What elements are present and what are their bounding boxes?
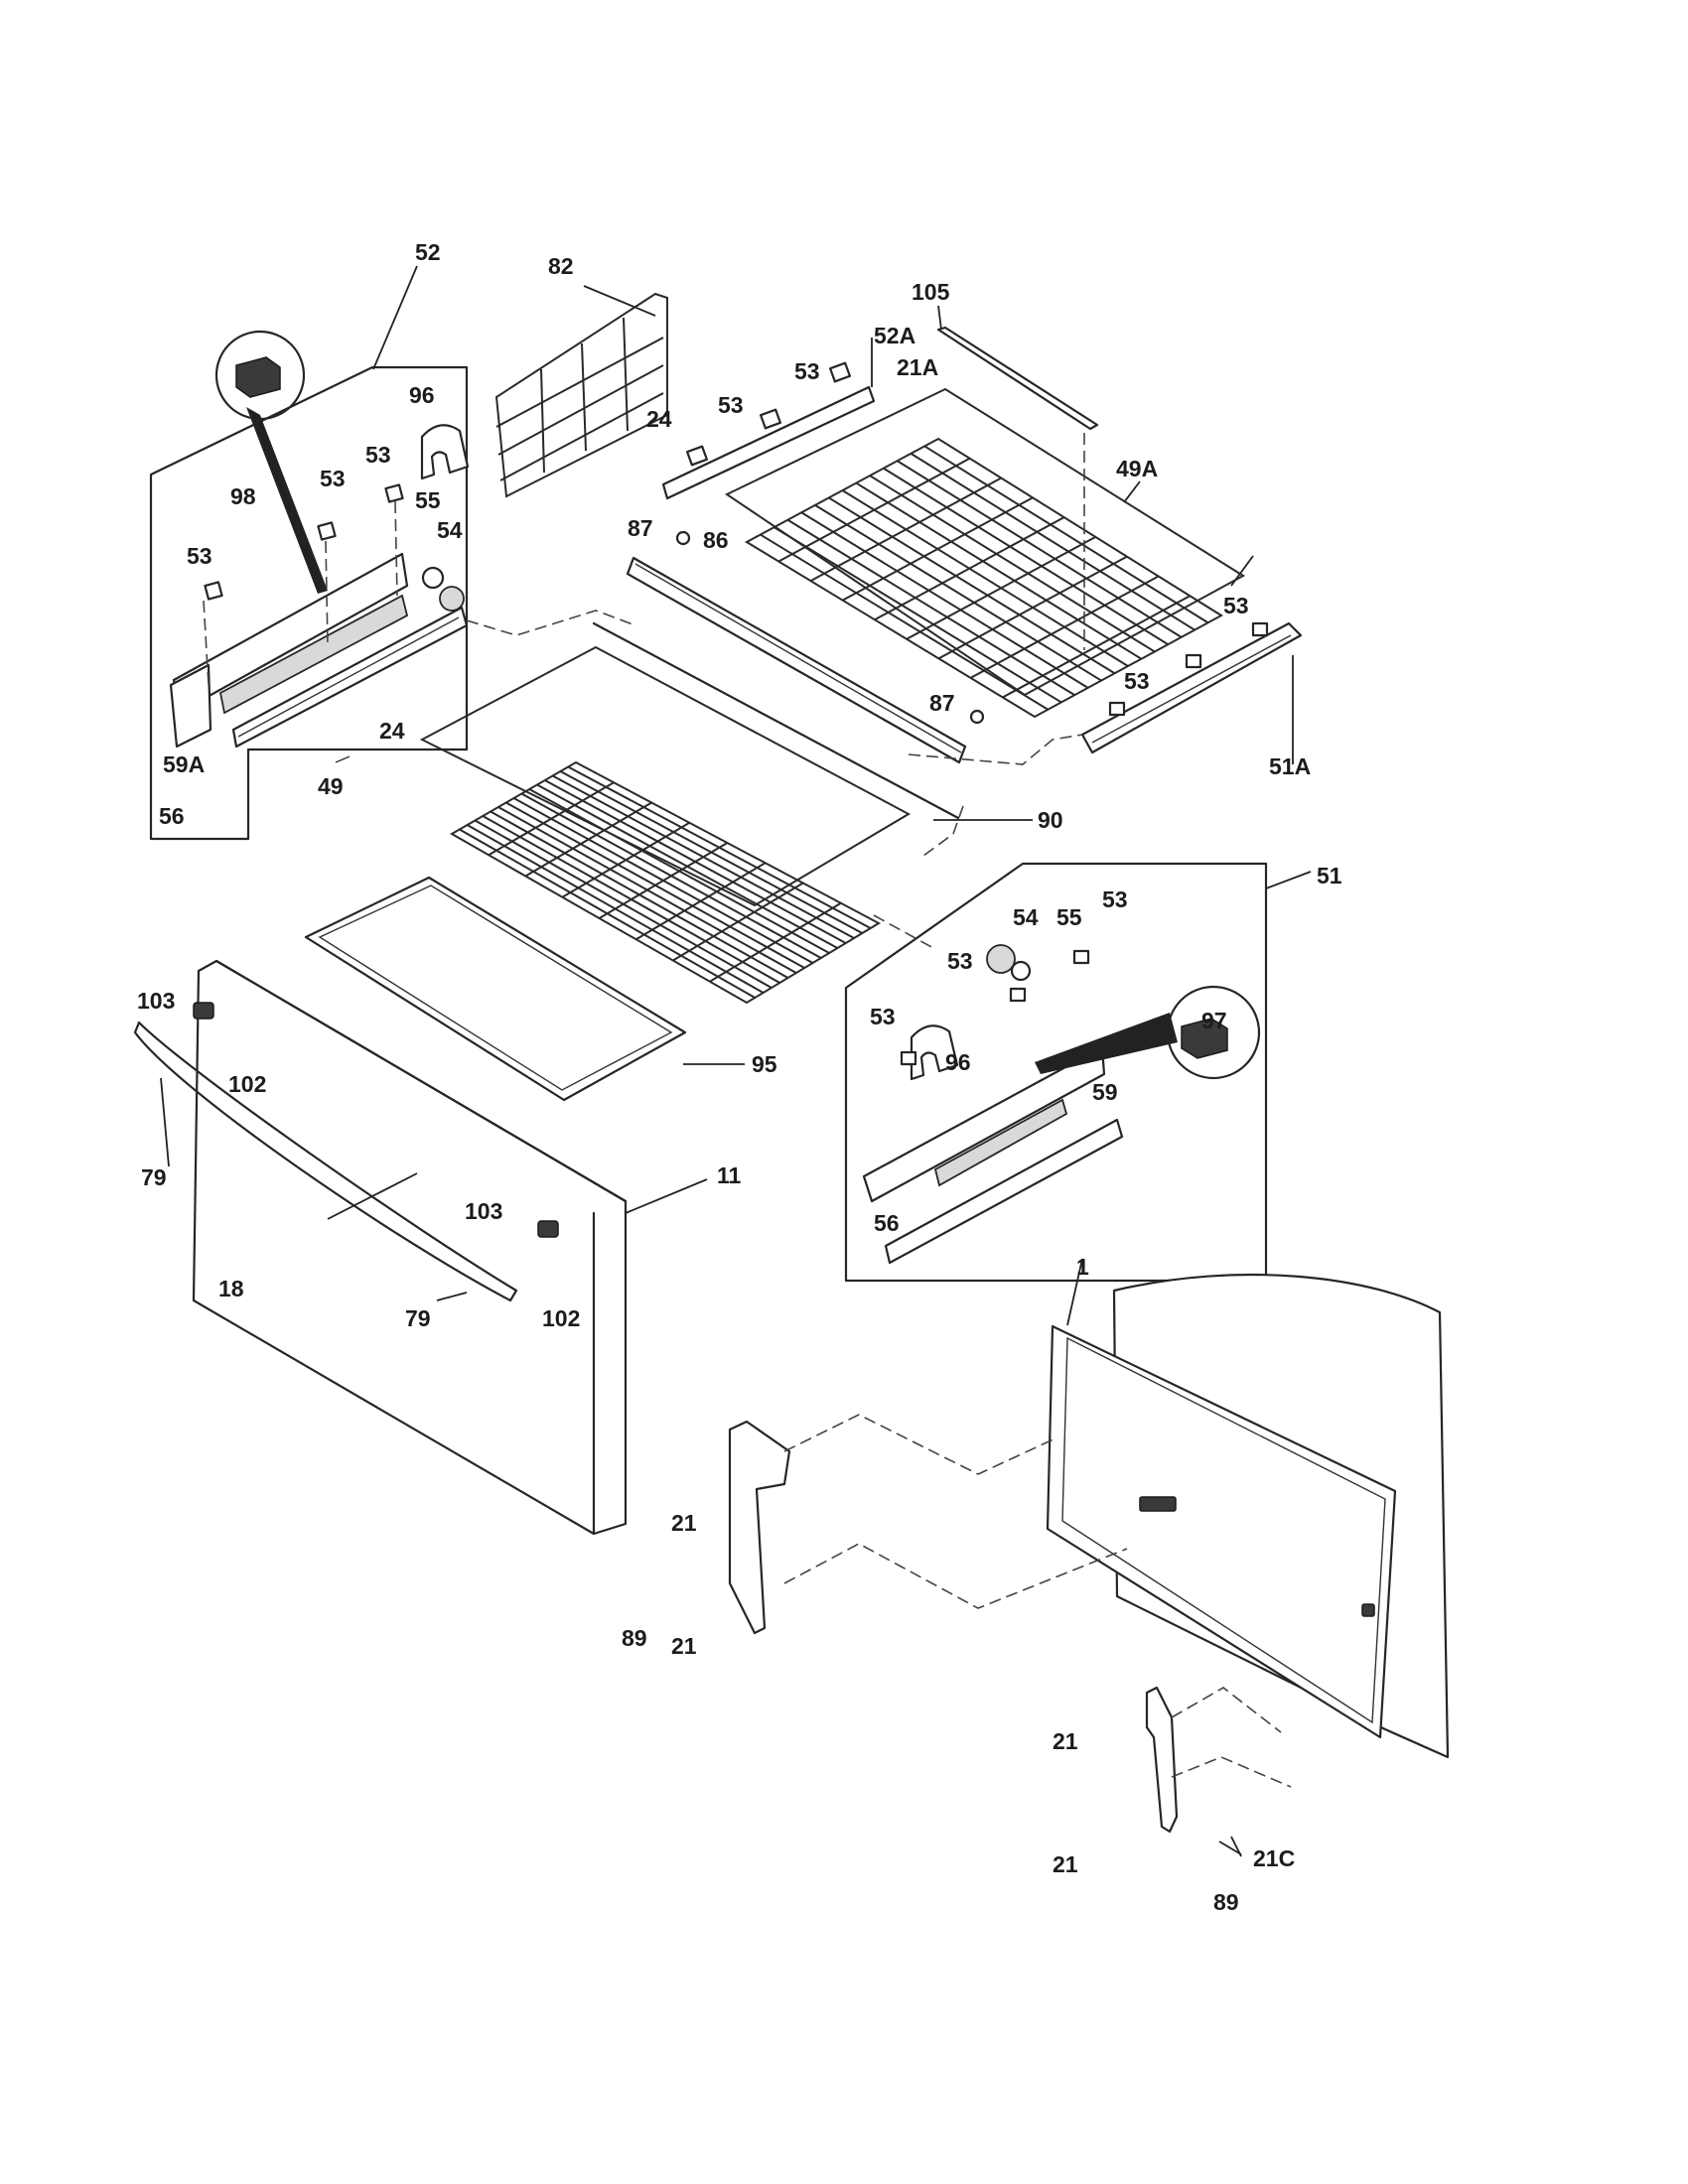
callout-96: 96 (945, 1049, 971, 1075)
callout-102: 102 (542, 1305, 580, 1331)
callout-54: 54 (437, 517, 463, 543)
right-slide-assembly-inset (844, 862, 1268, 1283)
bracket-89-left (728, 1420, 791, 1635)
callout-24: 24 (379, 718, 405, 744)
callout-53: 53 (1102, 887, 1128, 912)
callout-56: 56 (159, 803, 185, 829)
callout-103: 103 (137, 988, 175, 1014)
callout-51a: 51A (1269, 753, 1311, 779)
callout-102: 102 (228, 1071, 266, 1097)
drawer-front (133, 959, 628, 1536)
callout-49: 49 (318, 773, 344, 799)
callout-52a: 52A (874, 323, 915, 348)
callout-53: 53 (718, 392, 744, 418)
callout-103: 103 (465, 1198, 502, 1224)
callout-53: 53 (1223, 593, 1249, 618)
lower-basket (419, 645, 912, 1005)
callout-52: 52 (415, 239, 441, 265)
callout-79: 79 (141, 1164, 167, 1190)
callout-90: 90 (1038, 807, 1063, 833)
callout-11: 11 (717, 1162, 742, 1188)
callout-21c: 21C (1253, 1845, 1295, 1871)
callout-53: 53 (794, 358, 820, 384)
tray-95 (304, 876, 687, 1102)
bracket-89-right (1145, 1686, 1179, 1834)
callout-21: 21 (1053, 1728, 1078, 1754)
callout-82: 82 (548, 253, 574, 279)
alignment-lines (466, 433, 1292, 1788)
callout-55: 55 (1056, 904, 1082, 930)
callout-53: 53 (870, 1004, 896, 1029)
callout-labels: 52 82 105 52A 21A 53 53 24 96 53 53 98 5… (137, 239, 1342, 1915)
callout-53: 53 (1124, 668, 1150, 694)
callout-54: 54 (1013, 904, 1039, 930)
callout-97: 97 (1201, 1008, 1227, 1033)
rod-90 (592, 621, 960, 820)
callout-59: 59 (1092, 1079, 1118, 1105)
callout-89: 89 (1213, 1889, 1239, 1915)
callout-56: 56 (874, 1210, 900, 1236)
callout-53: 53 (365, 442, 391, 468)
callout-18: 18 (218, 1276, 244, 1301)
callout-51: 51 (1317, 863, 1342, 888)
callout-24: 24 (646, 406, 672, 432)
callout-49a: 49A (1116, 456, 1158, 481)
callout-55: 55 (415, 487, 441, 513)
bar-105 (936, 326, 1099, 431)
callout-53: 53 (187, 543, 212, 569)
callout-79: 79 (405, 1305, 431, 1331)
wire-divider (494, 292, 668, 498)
callout-86: 86 (703, 527, 729, 553)
leader-lines (160, 265, 1312, 1857)
left-slide-assembly-inset (149, 330, 470, 841)
callout-89: 89 (622, 1625, 647, 1651)
callout-59a: 59A (163, 751, 205, 777)
callout-98: 98 (230, 483, 256, 509)
callout-21: 21 (1053, 1851, 1078, 1877)
callout-95: 95 (752, 1051, 777, 1077)
callout-87: 87 (628, 515, 653, 541)
callout-105: 105 (912, 279, 950, 305)
callout-21a: 21A (897, 354, 938, 380)
upper-rail-assembly (626, 361, 985, 764)
upper-basket (724, 387, 1245, 719)
callout-87: 87 (929, 690, 955, 716)
callout-21: 21 (671, 1633, 697, 1659)
rail-51a (1080, 621, 1303, 754)
callout-96: 96 (409, 382, 435, 408)
door-liner-and-gasket (1046, 1273, 1450, 1759)
callout-21: 21 (671, 1510, 697, 1536)
callout-1: 1 (1076, 1254, 1089, 1280)
callout-53: 53 (320, 466, 346, 491)
callout-53: 53 (947, 948, 973, 974)
